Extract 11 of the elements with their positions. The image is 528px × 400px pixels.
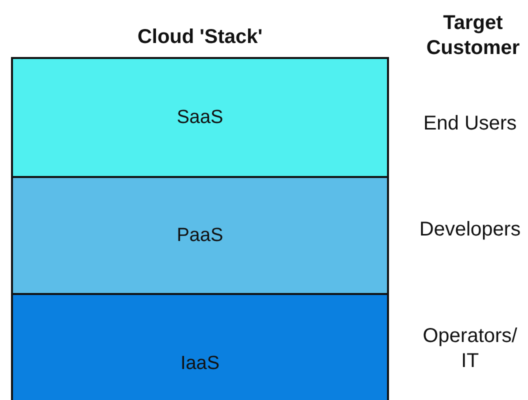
layer-label: IaaS — [180, 353, 220, 375]
column-heading: Target Customer — [425, 11, 521, 61]
stack-title: Cloud 'Stack' — [136, 26, 264, 49]
customer-label: Operators/ IT — [422, 324, 518, 374]
layer-band — [13, 176, 387, 293]
layer-label: SaaS — [176, 106, 224, 128]
layer-band — [13, 59, 387, 176]
layer-band — [13, 293, 387, 400]
customer-label: End Users — [422, 112, 518, 136]
customer-label: Developers — [418, 218, 522, 242]
layer-label: PaaS — [176, 224, 224, 246]
